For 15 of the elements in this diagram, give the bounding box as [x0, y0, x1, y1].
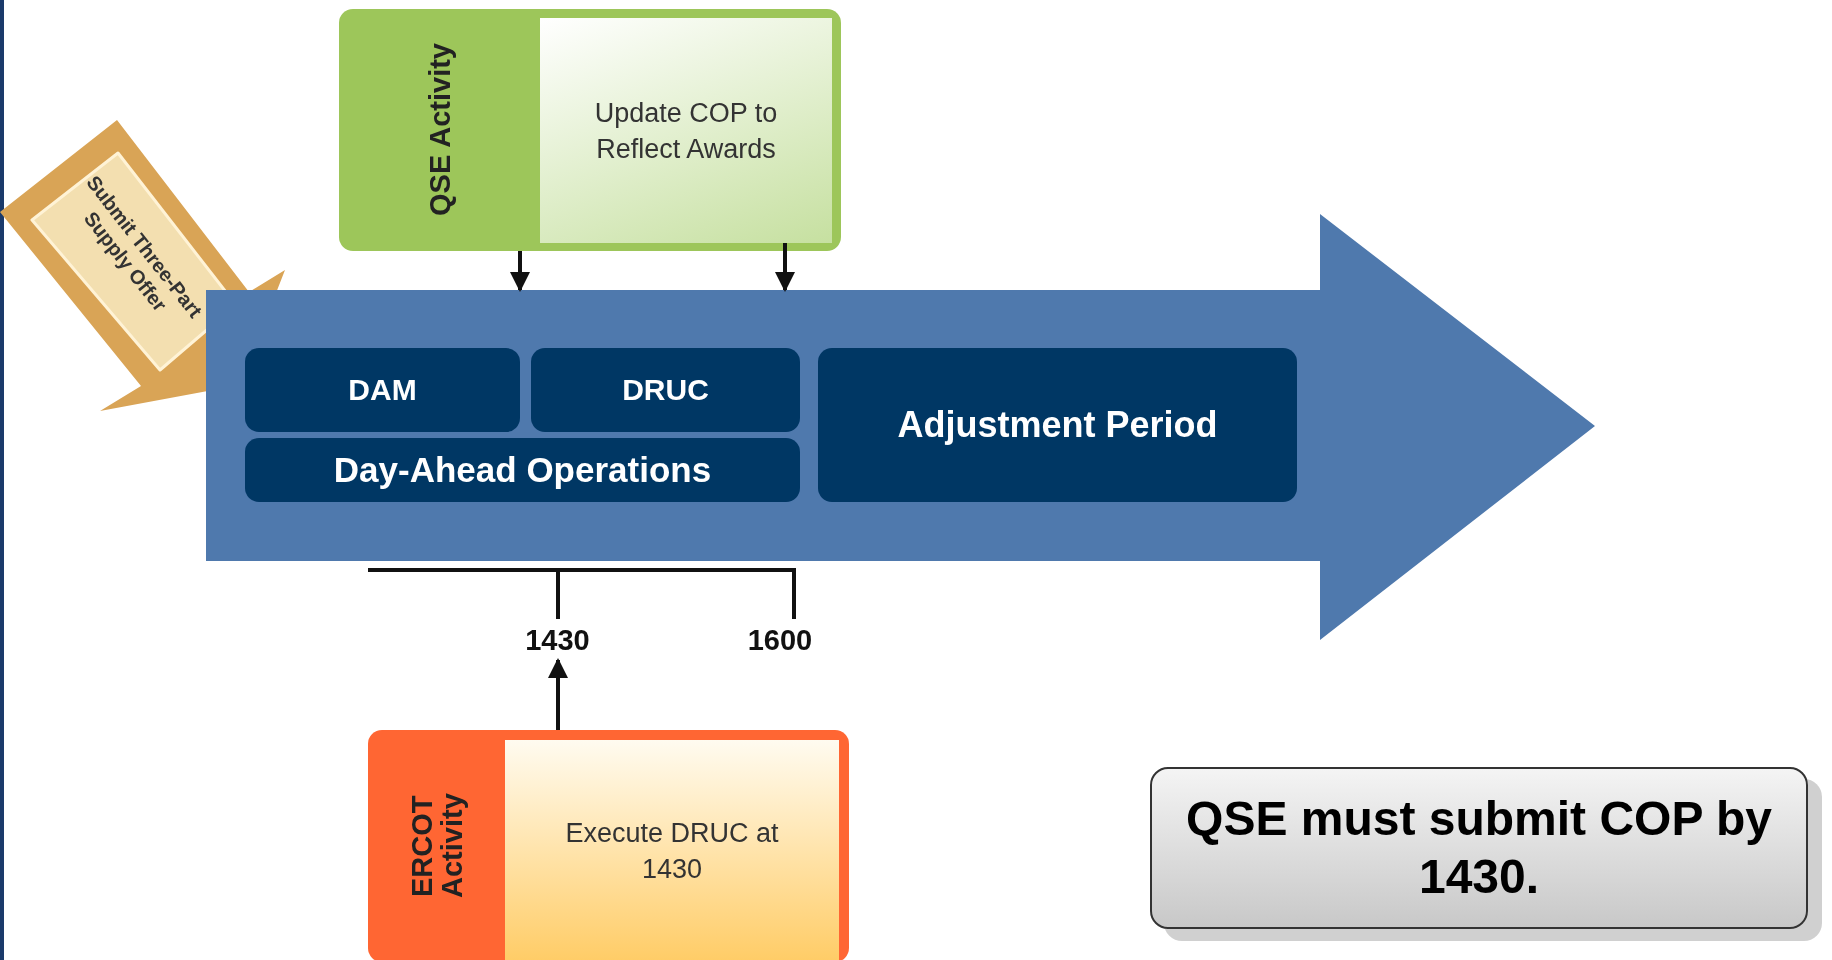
activity-box [368, 730, 849, 960]
phase-box: DRUC [531, 348, 800, 432]
phase-box: Adjustment Period [818, 348, 1297, 502]
arrow [510, 251, 530, 292]
activity-box [339, 9, 841, 251]
task-panel: Execute DRUC at 1430 [505, 740, 839, 960]
time-label: 1430 [515, 620, 600, 660]
activity-title: QSE Activity [422, 42, 457, 219]
phase-box: Day-Ahead Operations [245, 438, 800, 502]
task-panel: Update COP to Reflect Awards [540, 18, 832, 243]
phase-box: DAM [245, 348, 520, 432]
arrow [775, 243, 795, 292]
activity-title: ERCOT Activity [404, 792, 469, 901]
arrow [548, 658, 568, 730]
time-label: 1600 [746, 622, 814, 658]
